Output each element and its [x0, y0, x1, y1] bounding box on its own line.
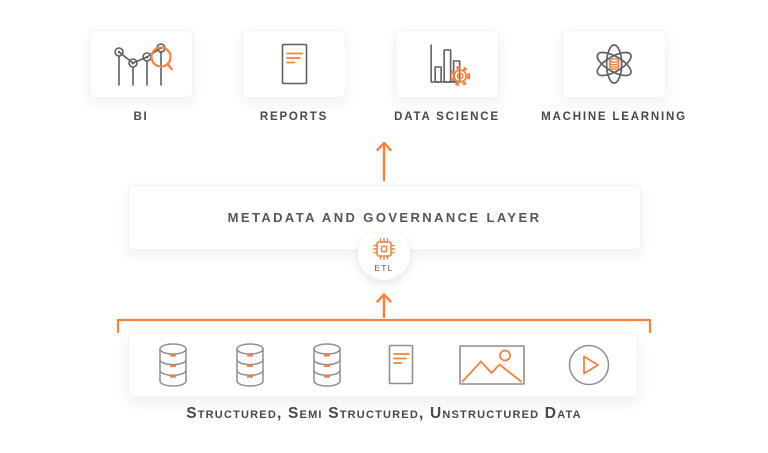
bi-chart-magnifier-icon	[109, 41, 173, 87]
image-icon	[458, 344, 526, 386]
data-science-card	[394, 30, 499, 98]
etl-node: ETL	[358, 228, 410, 280]
top-item-data-science: DATA SCIENCE	[394, 30, 500, 123]
sources-caption: Structured, Semi Structured, Unstructure…	[186, 405, 582, 422]
bracket-line	[116, 318, 652, 334]
metadata-layer-label: METADATA AND GOVERNANCE LAYER	[227, 210, 542, 225]
database-icon	[155, 342, 191, 388]
top-item-reports: REPORTS	[242, 30, 346, 123]
metadata-governance-layer: METADATA AND GOVERNANCE LAYER	[128, 185, 641, 250]
play-circle-icon	[567, 343, 611, 387]
bar-chart-gear-icon	[420, 39, 474, 89]
top-item-bi: BI	[89, 30, 193, 123]
top-label-reports: REPORTS	[259, 111, 329, 123]
top-label-data-science: DATA SCIENCE	[394, 111, 500, 123]
atom-data-icon	[587, 37, 641, 91]
bi-card	[89, 30, 193, 98]
top-item-machine-learning: MACHINE LEARNING	[541, 30, 687, 123]
up-arrow-icon	[376, 141, 392, 181]
chip-icon	[371, 236, 397, 262]
database-icon	[309, 342, 345, 388]
up-arrow-icon	[376, 293, 392, 318]
reports-card	[242, 30, 346, 98]
data-sources-box	[128, 333, 638, 397]
etl-label: ETL	[374, 262, 394, 273]
document-icon	[385, 343, 417, 387]
top-label-bi: BI	[133, 111, 149, 123]
machine-learning-card	[562, 30, 666, 98]
database-icon	[232, 342, 268, 388]
top-label-machine-learning: MACHINE LEARNING	[541, 111, 687, 123]
report-document-icon	[276, 41, 312, 87]
